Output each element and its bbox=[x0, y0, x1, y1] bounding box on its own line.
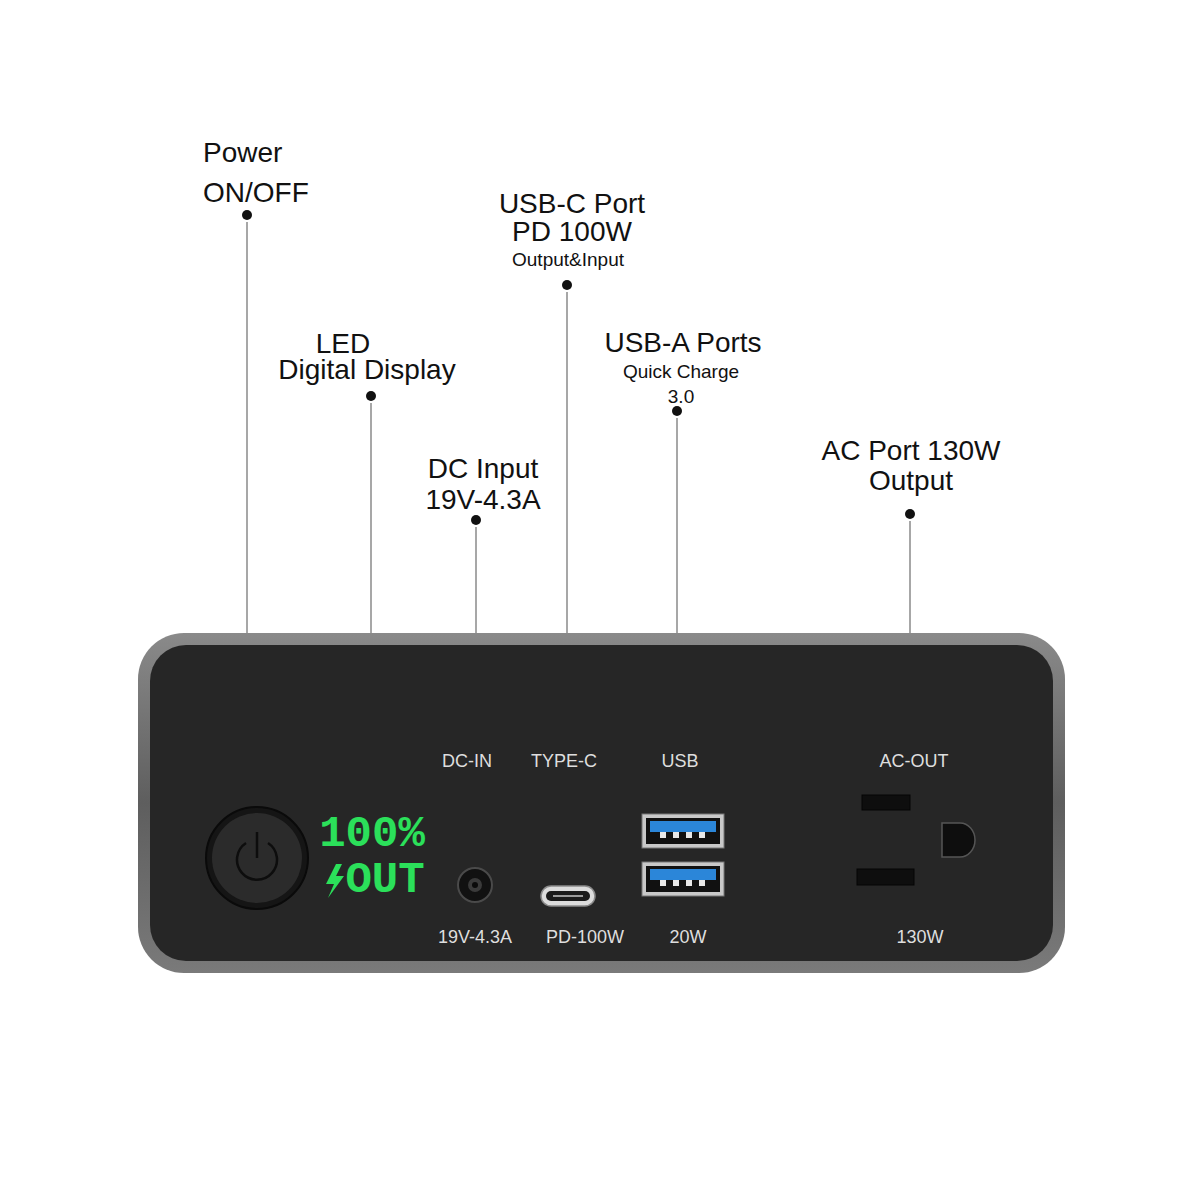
port-label: DC-IN bbox=[442, 752, 492, 772]
usb-a-port bbox=[642, 862, 724, 896]
callout-note: Output&Input bbox=[483, 249, 653, 271]
callout-label: AC Port 130W Output bbox=[811, 436, 1011, 496]
ac-outlet bbox=[857, 795, 975, 885]
usb-a-port bbox=[642, 814, 724, 848]
callout-note: Quick Charge 3.0 bbox=[615, 359, 747, 409]
port-rating: 130W bbox=[896, 928, 943, 948]
callout-label: Digital Display bbox=[252, 356, 482, 384]
power-button bbox=[206, 807, 308, 909]
callout-label: USB-C Port PD 100W bbox=[487, 190, 657, 246]
display-readout: 100% bbox=[319, 810, 425, 858]
display-readout: OUT bbox=[345, 856, 424, 904]
port-label: AC-OUT bbox=[880, 752, 949, 772]
port-label: USB bbox=[661, 752, 698, 772]
port-label: TYPE-C bbox=[531, 752, 597, 772]
power-bank-panel: DC-IN TYPE-C USB AC-OUT 100%OUT 19V-4.3A PD-10… bbox=[138, 633, 1065, 973]
dc-jack bbox=[458, 868, 492, 902]
port-rating: PD-100W bbox=[546, 928, 624, 948]
charge-bolt bbox=[326, 864, 344, 898]
leader-dots bbox=[242, 210, 915, 525]
callout-label: USB-A Ports bbox=[573, 328, 793, 358]
callout-label: Power ON/OFF bbox=[203, 133, 323, 213]
callout-label: DC Input 19V-4.3A bbox=[417, 453, 549, 515]
usb-c-port bbox=[541, 886, 595, 906]
port-rating: 19V-4.3A bbox=[438, 928, 512, 948]
callout-label: LED bbox=[298, 330, 388, 358]
leader-lines bbox=[247, 222, 910, 634]
housing bbox=[138, 633, 1065, 973]
port-rating: 20W bbox=[669, 928, 706, 948]
